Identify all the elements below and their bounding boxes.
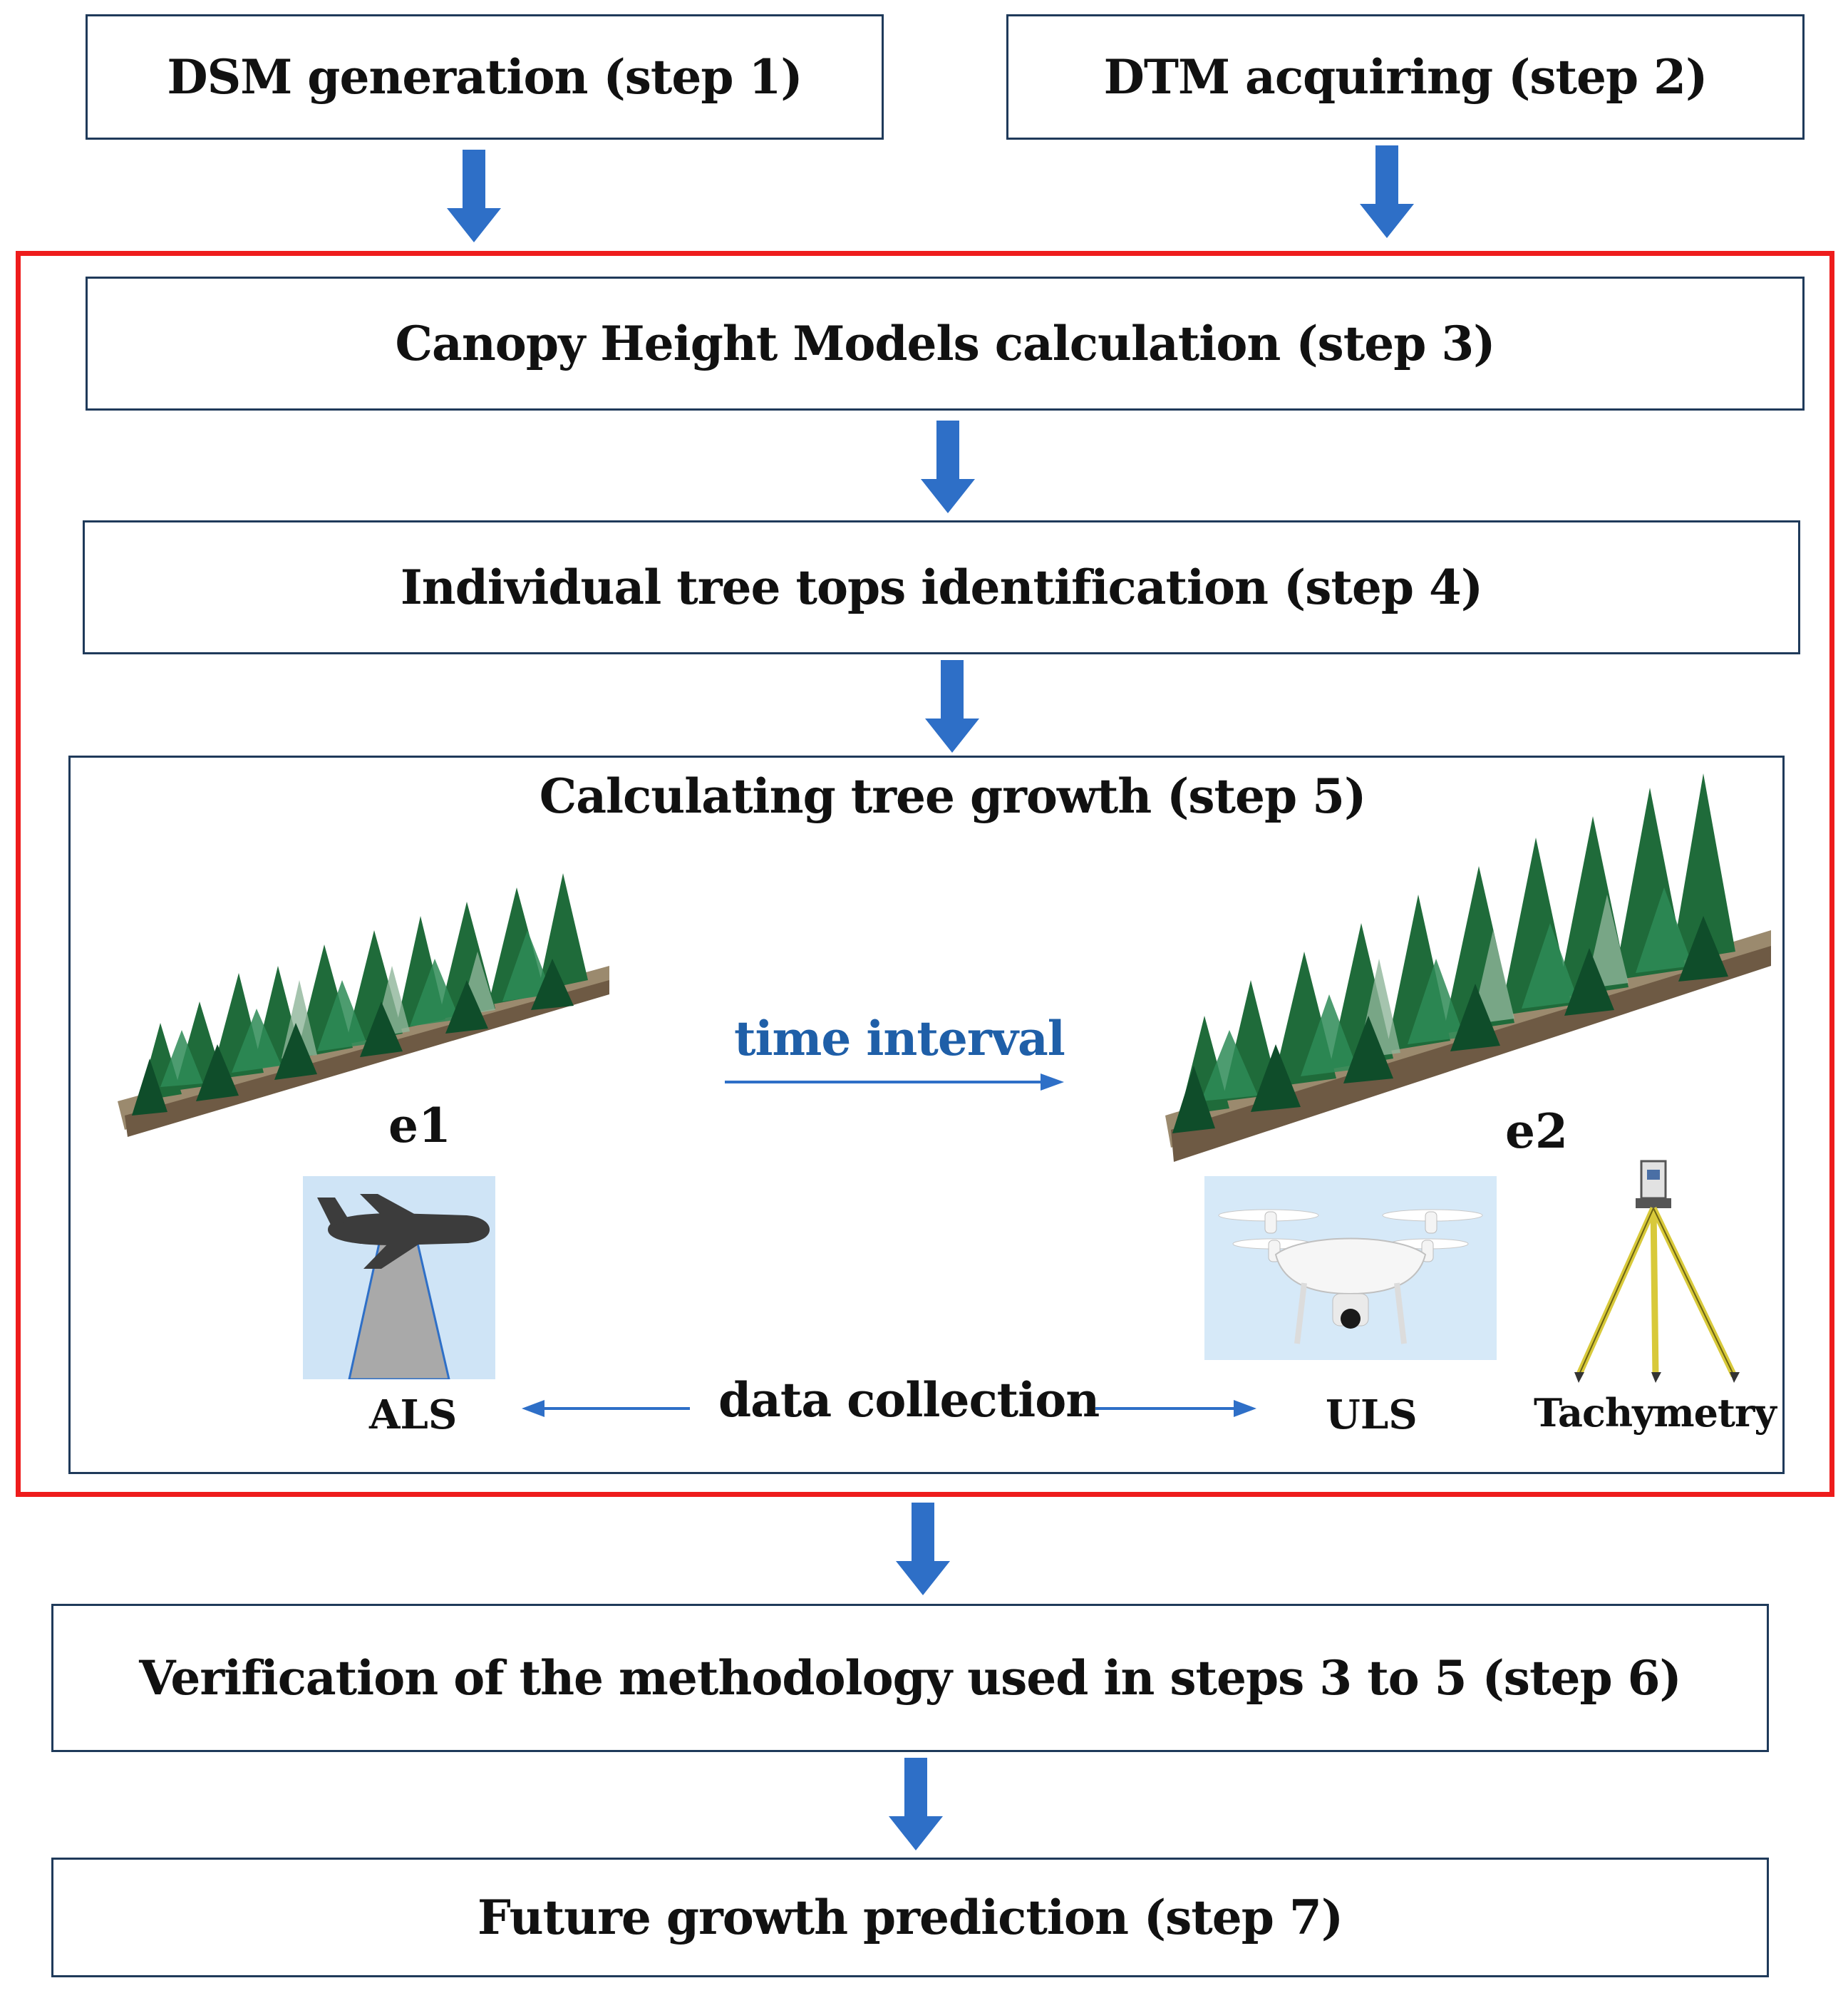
tachymeter-icon: [1574, 1160, 1740, 1383]
arrow-right-icon: [725, 1073, 1064, 1091]
arrow-down-icon: [896, 1503, 950, 1595]
arrow-down-icon: [921, 421, 975, 513]
time-interval-label: time interval: [734, 1011, 1065, 1066]
step1-box: DSM generation (step 1): [86, 14, 884, 140]
step3-label: Canopy Height Models calculation (step 3…: [395, 316, 1496, 371]
arrow-down-icon: [1360, 145, 1414, 238]
tachymetry-label: Tachymetry: [1534, 1390, 1777, 1436]
step5-frame: [68, 756, 1785, 1474]
processing-frame: [16, 251, 1834, 1497]
step6-box: Verification of the methodology used in …: [51, 1604, 1769, 1752]
data-collection-label: data collection: [718, 1372, 1100, 1428]
arrow-down-icon: [925, 660, 979, 753]
epoch-e2-label: e2: [1505, 1103, 1568, 1159]
step3-box: Canopy Height Models calculation (step 3…: [86, 277, 1805, 411]
forest-e2-image: [1165, 773, 1771, 1162]
step4-label: Individual tree tops identification (ste…: [400, 560, 1483, 615]
step6-label: Verification of the methodology used in …: [139, 1650, 1681, 1706]
step7-box: Future growth prediction (step 7): [51, 1858, 1769, 1977]
arrow-left-icon: [522, 1400, 690, 1417]
step1-label: DSM generation (step 1): [167, 49, 802, 105]
uls-label: ULS: [1326, 1391, 1418, 1438]
step2-box: DTM acquiring (step 2): [1006, 14, 1805, 140]
step5-title: Calculating tree growth (step 5): [539, 768, 1367, 824]
step2-label: DTM acquiring (step 2): [1103, 49, 1708, 105]
step7-label: Future growth prediction (step 7): [477, 1890, 1343, 1945]
arrow-down-icon: [447, 150, 501, 242]
arrow-down-icon: [889, 1758, 943, 1850]
epoch-e1-label: e1: [388, 1098, 451, 1153]
airplane-icon: [303, 1176, 495, 1379]
step4-box: Individual tree tops identification (ste…: [83, 520, 1800, 654]
arrow-right-icon: [1095, 1400, 1256, 1417]
als-label: ALS: [369, 1391, 458, 1438]
forest-e1-image: [118, 873, 609, 1137]
drone-icon: [1204, 1176, 1497, 1360]
